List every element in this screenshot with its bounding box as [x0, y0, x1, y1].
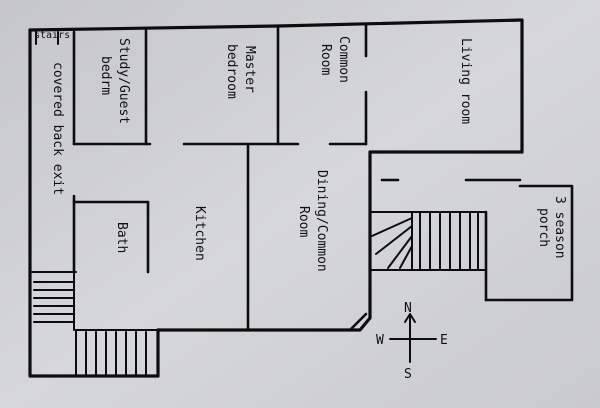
bath-label: Bath [114, 222, 129, 253]
left-side-stairs [29, 271, 77, 331]
compass-east-label: E [440, 333, 448, 348]
compass-rose: N S W E [376, 301, 448, 382]
common-room-label-line1: Common [336, 36, 351, 83]
porch-label-line2: porch [536, 208, 551, 247]
master-bedroom-label-line1: Master [242, 46, 257, 93]
outer-walls [28, 18, 524, 378]
main-staircase [369, 211, 487, 271]
common-room-label-line2: Room [318, 44, 333, 75]
top-left-scribble [35, 29, 59, 45]
living-room-label: Living room [458, 38, 473, 124]
compass-north-label: N [404, 301, 412, 316]
covered-back-exit-label: covered back exit [50, 62, 65, 195]
compass-west-label: W [376, 333, 384, 348]
study-guest-label-line2: bedrm [98, 56, 113, 95]
dining-common-label-line2: Room [296, 206, 311, 237]
bottom-stairs [75, 329, 159, 377]
master-bedroom-label-line2: bedroom [224, 44, 239, 99]
porch-label-line1: 3 season [552, 196, 567, 259]
stairs-label: stairs [34, 30, 70, 41]
interior-walls [72, 22, 522, 332]
compass-south-label: S [404, 367, 412, 382]
porch-outline [484, 184, 574, 302]
dining-common-label-line1: Dining/Common [314, 170, 329, 272]
kitchen-label: Kitchen [192, 206, 207, 261]
study-guest-label-line1: Study/Guest [116, 38, 131, 124]
